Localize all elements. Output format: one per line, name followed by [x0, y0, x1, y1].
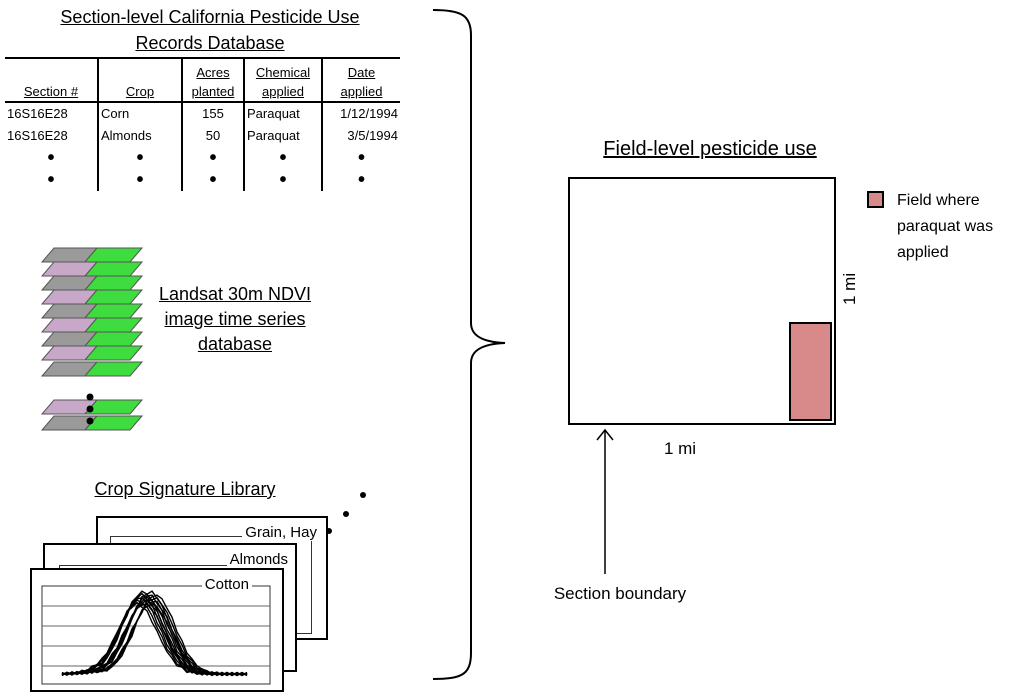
legend-swatch [867, 191, 884, 208]
signature-card-label: Grain, Hay [242, 524, 320, 541]
section-boundary-box [568, 177, 836, 425]
cell-acres: 50 [181, 125, 244, 147]
table-row: 16S16E28 Corn 155 Paraquat 1/12/1994 [5, 102, 400, 125]
ellipsis-dot: • [243, 147, 322, 169]
cell-crop: Almonds [97, 125, 182, 147]
ellipsis-dot: • [47, 169, 55, 191]
landsat-label: Landsat 30m NDVI image time series datab… [158, 284, 312, 354]
cell-chemical: Paraquat [243, 102, 322, 125]
ndvi-tile-layer [40, 261, 144, 277]
cell-crop: Corn [97, 102, 182, 125]
ellipsis-row: • • • • • [5, 169, 400, 191]
ellipsis-dot: • [47, 147, 55, 169]
ndvi-tile-layer [40, 415, 144, 431]
cell-date: 3/5/1994 [321, 125, 400, 147]
ndvi-tile-layer [40, 247, 144, 263]
ndvi-signature-plot [41, 585, 271, 685]
arrow-up-icon [596, 428, 614, 574]
ellipsis-dot: • [321, 169, 400, 191]
ndvi-tile-layer [40, 399, 144, 415]
signature-card-label: Cotton [201, 576, 252, 593]
cell-chemical: Paraquat [243, 125, 322, 147]
database-title: Section-level California Pesticide Use R… [30, 4, 390, 56]
database-title-line2: Records Database [135, 33, 285, 53]
ndvi-curve [61, 600, 248, 676]
stack-ellipsis-dot [86, 405, 94, 413]
ellipsis-dot: • [97, 169, 182, 191]
ellipsis-dot: • [243, 169, 322, 191]
ndvi-tile-layer [40, 289, 144, 305]
cell-date: 1/12/1994 [321, 102, 400, 125]
legend-label: Field where paraquat was applied [897, 192, 994, 261]
ndvi-curve [61, 594, 248, 677]
curly-brace-icon [432, 9, 506, 680]
stack-ellipsis-dot [86, 393, 94, 401]
landsat-stack-icon [40, 247, 144, 431]
ndvi-tile-layer [40, 345, 144, 361]
ellipsis-row: • • • • • [5, 147, 400, 169]
header-crop: Crop [97, 59, 182, 103]
signature-card-label: Almonds [226, 551, 291, 568]
ellipsis-dot: • [181, 169, 244, 191]
paraquat-field [789, 322, 832, 421]
cell-section: 16S16E28 [7, 128, 68, 143]
ndvi-tile-layer [40, 303, 144, 319]
ellipsis-dot: • [181, 147, 244, 169]
database-title-line1: Section-level California Pesticide Use [60, 7, 360, 27]
section-boundary-label: Section boundary [553, 584, 687, 603]
ndvi-tile-layer [40, 317, 144, 333]
crop-library-title: Crop Signature Library [94, 479, 276, 499]
header-section: Section # [5, 59, 98, 103]
table-row: 16S16E28 Almonds 50 Paraquat 3/5/1994 [5, 125, 400, 147]
ellipsis-icon [326, 492, 366, 534]
signature-card-cotton: Cotton [30, 568, 284, 692]
field-level-title: Field-level pesticide use [603, 138, 817, 160]
cell-acres: 155 [181, 102, 244, 125]
width-label: 1 mi [663, 439, 697, 458]
ndvi-tile-layer [40, 331, 144, 347]
ellipsis-dot: • [321, 147, 400, 169]
ndvi-tile-layer [40, 361, 144, 377]
cell-section: 16S16E28 [7, 106, 68, 121]
ellipsis-dot: • [97, 147, 182, 169]
height-label: 1 mi [840, 272, 859, 305]
stack-ellipsis-dot [86, 417, 94, 425]
ndvi-tile-layer [40, 275, 144, 291]
